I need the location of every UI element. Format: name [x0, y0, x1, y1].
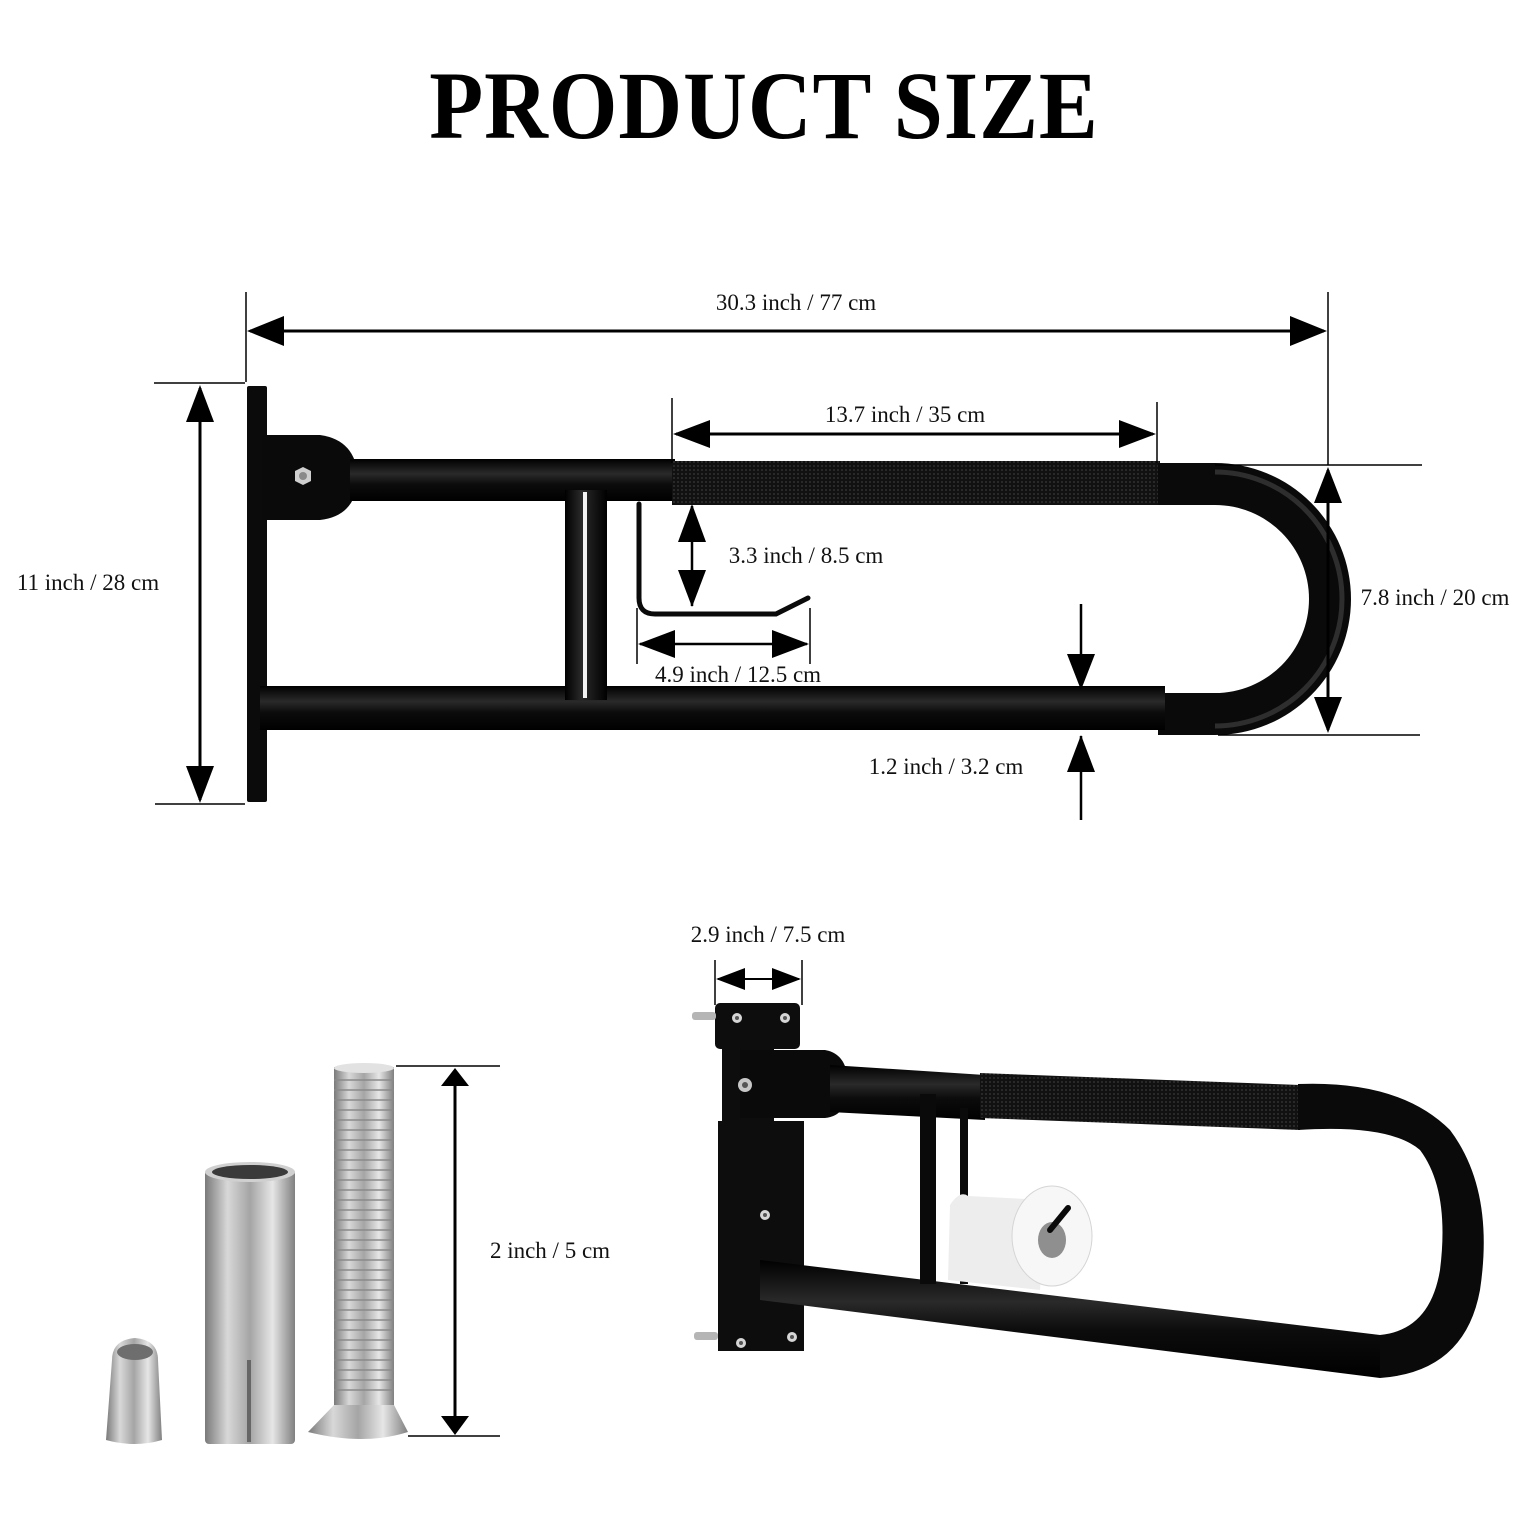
- main-diagram: 30.3 inch / 77 cm 13.7 inch / 35 cm 11 i…: [17, 290, 1510, 820]
- paper-holder-hook: [636, 501, 811, 617]
- hinge-bolt-icon: [295, 467, 311, 485]
- knurled-grip: [672, 461, 1160, 505]
- countersunk-bolt: [308, 1063, 408, 1439]
- mount-diagram: 2.9 inch / 7.5 cm: [691, 922, 1484, 1378]
- grip-length-label: 13.7 inch / 35 cm: [825, 402, 985, 427]
- bottom-tube: [260, 686, 1165, 730]
- bolt-length-label: 2 inch / 5 cm: [490, 1238, 610, 1263]
- holder-width-label: 4.9 inch / 12.5 cm: [655, 662, 821, 687]
- page-title: PRODUCT SIZE: [429, 52, 1099, 159]
- bar-span-label: 7.8 inch / 20 cm: [1361, 585, 1510, 610]
- lower-mount-plate: [718, 1121, 804, 1351]
- upper-mount-plate: [715, 1003, 800, 1049]
- tube-diameter-label: 1.2 inch / 3.2 cm: [869, 754, 1024, 779]
- toilet-paper-roll: [948, 1185, 1093, 1290]
- knurled-grip-perspective: [980, 1073, 1300, 1130]
- expansion-nut: [106, 1338, 162, 1444]
- hardware-diagram: 2 inch / 5 cm: [106, 1063, 610, 1444]
- holder-height-label: 3.3 inch / 8.5 cm: [729, 543, 884, 568]
- u-bend: [1158, 463, 1351, 735]
- expansion-sleeve: [205, 1162, 295, 1444]
- top-tube: [350, 459, 675, 501]
- plate-width-label: 2.9 inch / 7.5 cm: [691, 922, 846, 947]
- overall-height-label: 11 inch / 28 cm: [17, 570, 159, 595]
- overall-length-label: 30.3 inch / 77 cm: [716, 290, 876, 315]
